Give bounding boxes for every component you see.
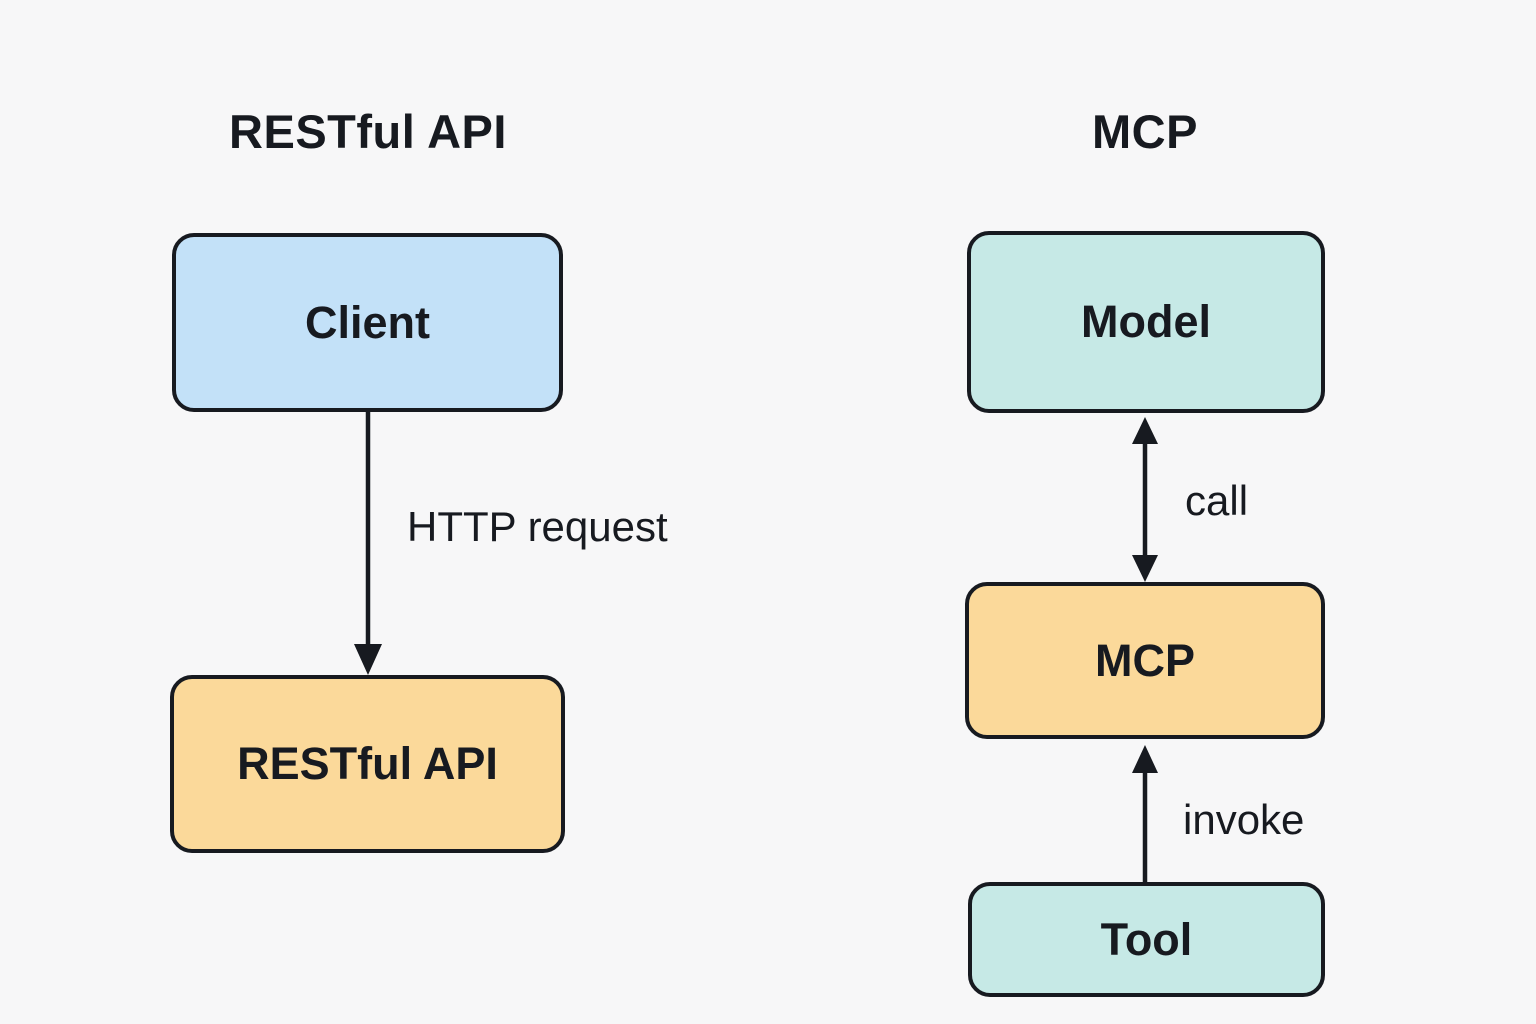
node-mcp-label: MCP	[1095, 634, 1195, 686]
node-model: Model	[967, 231, 1325, 413]
arrowhead-down-icon	[1132, 555, 1158, 582]
node-mcp: MCP	[965, 582, 1325, 739]
node-restful-api: RESTful API	[170, 675, 565, 853]
edge-label-http-request: HTTP request	[407, 503, 668, 550]
node-client: Client	[172, 233, 563, 412]
arrow-call-bidirectional	[1132, 417, 1158, 582]
node-model-label: Model	[1081, 296, 1211, 347]
node-client-label: Client	[304, 296, 430, 348]
arrowhead-up-icon	[1132, 417, 1158, 444]
arrowhead-up-icon	[1132, 745, 1158, 773]
node-tool: Tool	[968, 882, 1325, 997]
edge-label-call: call	[1185, 477, 1249, 524]
node-restful-api-label: RESTful API	[237, 738, 498, 789]
arrow-invoke	[1132, 745, 1158, 882]
node-tool-label: Tool	[1100, 913, 1193, 965]
arrowhead-down-icon	[354, 644, 382, 675]
left-column-title: RESTful API	[229, 105, 507, 158]
right-column-title: MCP	[1092, 105, 1198, 158]
edge-label-invoke: invoke	[1183, 796, 1305, 843]
arrow-http-request	[354, 412, 382, 675]
